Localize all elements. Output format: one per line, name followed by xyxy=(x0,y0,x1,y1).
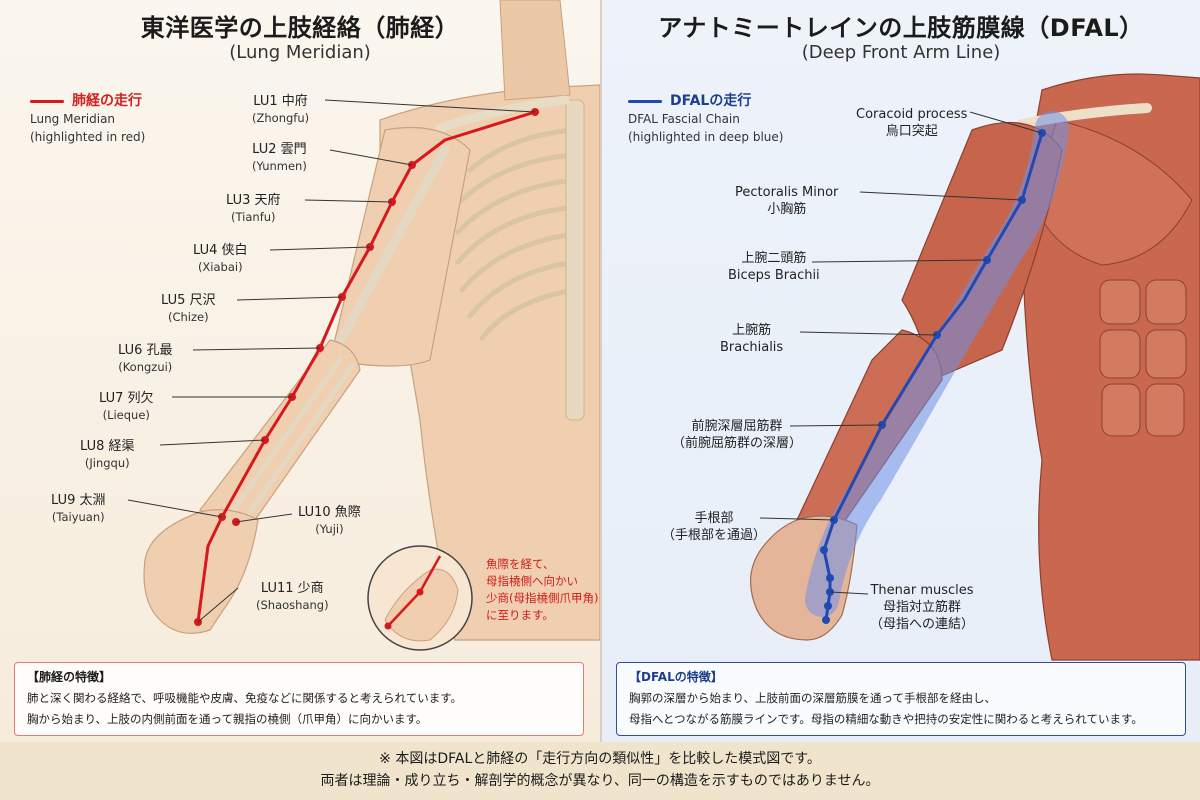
point-label-lu5: LU5 尺沢(Chize) xyxy=(161,293,216,324)
clavicle-shape xyxy=(435,95,570,133)
legend-line1: Lung Meridian xyxy=(30,112,116,126)
dfal-panel: アナトミートレインの上肢筋膜線（DFAL） (Deep Front Arm Li… xyxy=(602,0,1200,742)
label-deep-forearm-flexors: 前腕深層屈筋群（前腕屈筋群の深層） xyxy=(672,419,803,451)
dfal-leader-1 xyxy=(969,111,1043,134)
point-label-lu9: LU9 太淵(Taiyuan) xyxy=(51,493,106,524)
point-label-lu4: LU4 侠白(Xiabai) xyxy=(193,243,248,274)
point-label-lu2: LU2 雲門(Yunmen) xyxy=(252,142,307,173)
feature-heading: 【DFALの特徴】 xyxy=(629,670,723,684)
rib-cage xyxy=(455,127,578,341)
dfal-leader-7 xyxy=(829,591,869,595)
lu10-inset-dot xyxy=(416,588,424,596)
dfal-leader-4 xyxy=(799,331,938,336)
feature-heading: 【肺経の特徴】 xyxy=(27,670,112,684)
feature-line2: 母指へとつながる筋膜ラインです。母指の精細な動きや把持の安定性に関わると考えられ… xyxy=(629,712,1143,726)
point-label-lu1: LU1 中府(Zhongfu) xyxy=(252,94,310,125)
dfal-leader-6 xyxy=(759,517,835,521)
upper-arm-shape xyxy=(329,126,471,367)
right-subtitle: (Deep Front Arm Line) xyxy=(801,42,1001,63)
lung-meridian-line xyxy=(196,110,536,623)
dfal-hand-point-2 xyxy=(826,574,834,582)
leader-line-lu2 xyxy=(329,149,413,166)
lu11-inset-dot xyxy=(384,622,392,630)
lung-meridian-legend: 肺経の走行 Lung Meridian (highlighted in red) xyxy=(30,92,145,146)
dfal-hand-point-3 xyxy=(824,602,832,610)
dfal-leader-3 xyxy=(811,259,988,263)
feature-line1: 肺と深く関わる経絡で、呼吸機能や皮膚、免疫などに関係すると考えられています。 xyxy=(27,691,463,705)
lung-meridian-features: 【肺経の特徴】 肺と深く関わる経絡で、呼吸機能や皮膚、免疫などに関係すると考えら… xyxy=(14,662,584,736)
dfal-fascia-band xyxy=(805,111,1069,617)
point-label-lu8: LU8 経渠(Jingqu) xyxy=(80,439,135,470)
leader-line-lu4 xyxy=(269,246,371,251)
legend-label: DFALの走行 xyxy=(670,93,752,109)
neck-shape xyxy=(499,0,571,101)
point-label-lu10: LU10 魚際(Yuji) xyxy=(298,505,361,536)
inset-callout: 魚際を経て、 母指橈側へ向かい 少商(母指橈側爪甲角) に至ります。 xyxy=(486,557,599,622)
point-label-lu11: LU11 少商(Shaoshang) xyxy=(256,581,329,612)
label-carpal-region: 手根部（手根部を通過） xyxy=(662,511,767,543)
point-label-lu6: LU6 孔最(Kongzui) xyxy=(118,343,173,374)
dfal-leader-2 xyxy=(859,191,1023,201)
leader-lines xyxy=(759,111,1043,595)
point-label-lu7: LU7 列欠(Lieque) xyxy=(99,391,154,422)
dfal-illustration xyxy=(749,73,1200,661)
thumb-inset xyxy=(367,545,473,651)
feature-line1: 胸郭の深層から始まり、上肢前面の深層筋膜を通って手根部を経由し、 xyxy=(629,691,996,705)
abdominal-muscles xyxy=(1099,279,1187,437)
hand-shape xyxy=(143,509,259,634)
panel-divider xyxy=(600,0,602,742)
leader-line-lu10 xyxy=(235,513,293,523)
leader-lines xyxy=(127,99,536,623)
leader-line-lu1 xyxy=(324,99,536,113)
leader-line-lu9 xyxy=(127,499,223,518)
sternum-shape xyxy=(565,99,585,421)
humerus-shape xyxy=(330,145,450,355)
disclaimer-footer: ※ 本図はDFALと肺経の「走行方向の類似性」を比較した模式図です。 両者は理論… xyxy=(0,742,1200,800)
radius-shape xyxy=(229,357,343,515)
blue-line-swatch xyxy=(628,99,662,103)
legend-line2: (highlighted in red) xyxy=(30,130,146,144)
leader-line-lu8 xyxy=(159,439,266,446)
right-title: アナトミートレインの上肢筋膜線（DFAL） xyxy=(658,14,1144,42)
feature-line2: 胸から始まり、上肢の内側前面を通って親指の橈側（爪甲角）に向かいます。 xyxy=(27,712,428,726)
leader-line-lu11 xyxy=(197,587,239,623)
leader-line-lu6 xyxy=(192,347,321,351)
point-label-lu3: LU3 天府(Tianfu) xyxy=(226,193,281,224)
ulna-shape xyxy=(243,363,355,521)
left-subtitle: (Lung Meridian) xyxy=(229,42,371,63)
legend-line2: (highlighted in deep blue) xyxy=(628,130,784,144)
dfal-hand-point-1 xyxy=(820,546,828,554)
leader-line-lu5 xyxy=(236,296,343,301)
clavicle-shape xyxy=(1017,103,1152,129)
dfal-hand-point-4 xyxy=(822,616,830,624)
legend-label: 肺経の走行 xyxy=(72,93,142,109)
lung-meridian-illustration xyxy=(127,0,600,651)
pectoral-muscle-shape xyxy=(1031,119,1193,266)
left-title: 東洋医学の上肢経絡（肺経） xyxy=(140,14,460,42)
dfal-leader-5 xyxy=(789,424,883,427)
red-line-swatch xyxy=(30,99,64,103)
dfal-legend: DFALの走行 DFAL Fascial Chain (highlighted … xyxy=(628,92,783,146)
dfal-features: 【DFALの特徴】 胸郭の深層から始まり、上肢前面の深層筋膜を通って手根部を経由… xyxy=(616,662,1186,736)
lung-meridian-panel: 東洋医学の上肢経絡（肺経） (Lung Meridian) 肺経の走行 Lung… xyxy=(0,0,600,742)
disclaimer-line1: ※ 本図はDFALと肺経の「走行方向の類似性」を比較した模式図です。 xyxy=(379,751,821,767)
disclaimer-line2: 両者は理論・成り立ち・解剖学的概念が異なり、同一の構造を示すものではありません。 xyxy=(320,773,880,789)
leader-line-lu3 xyxy=(304,199,393,203)
legend-line1: DFAL Fascial Chain xyxy=(628,112,740,126)
